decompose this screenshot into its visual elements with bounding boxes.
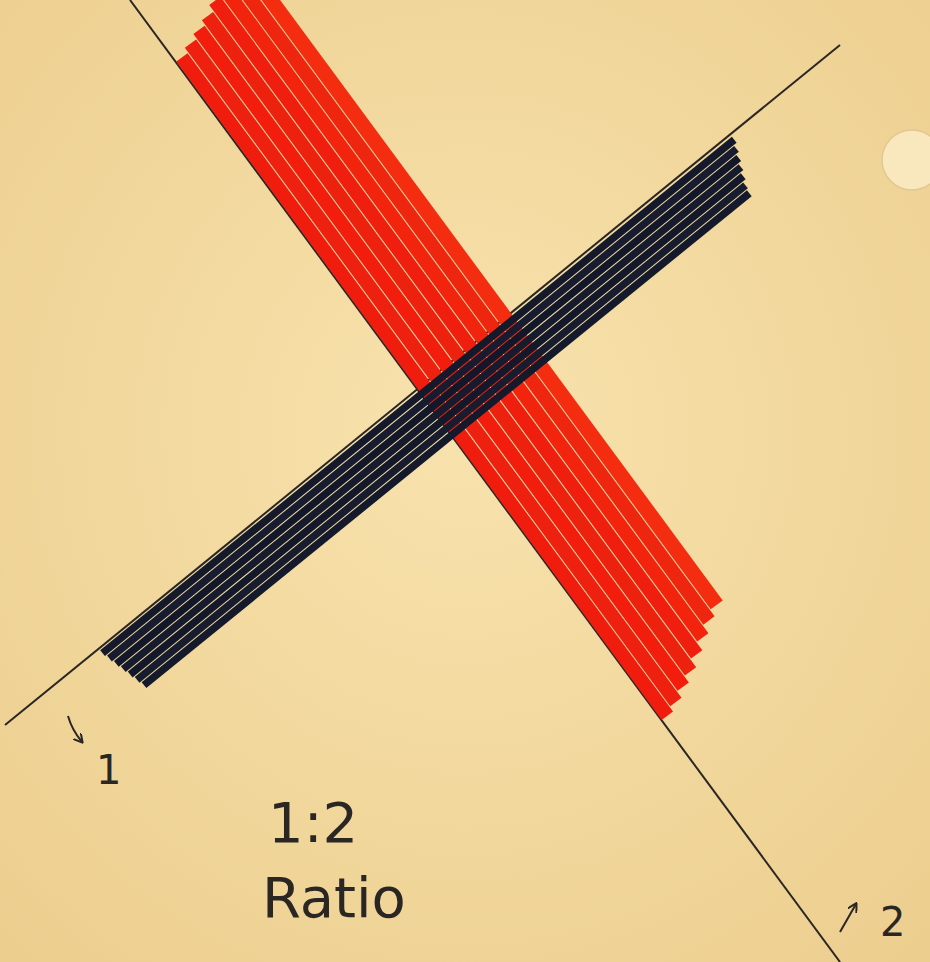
ratio-label: 1:2 xyxy=(268,795,358,851)
red-strip-band xyxy=(140,0,759,720)
direction-arrow xyxy=(840,904,856,932)
callout-number: 1 xyxy=(96,750,121,790)
axis-line-1 xyxy=(5,45,840,725)
black-strip-band xyxy=(100,137,769,696)
paper-notch xyxy=(882,130,930,190)
direction-arrow xyxy=(68,716,82,742)
callout-number: 2 xyxy=(880,902,905,942)
ratio-label: Ratio xyxy=(262,870,406,926)
